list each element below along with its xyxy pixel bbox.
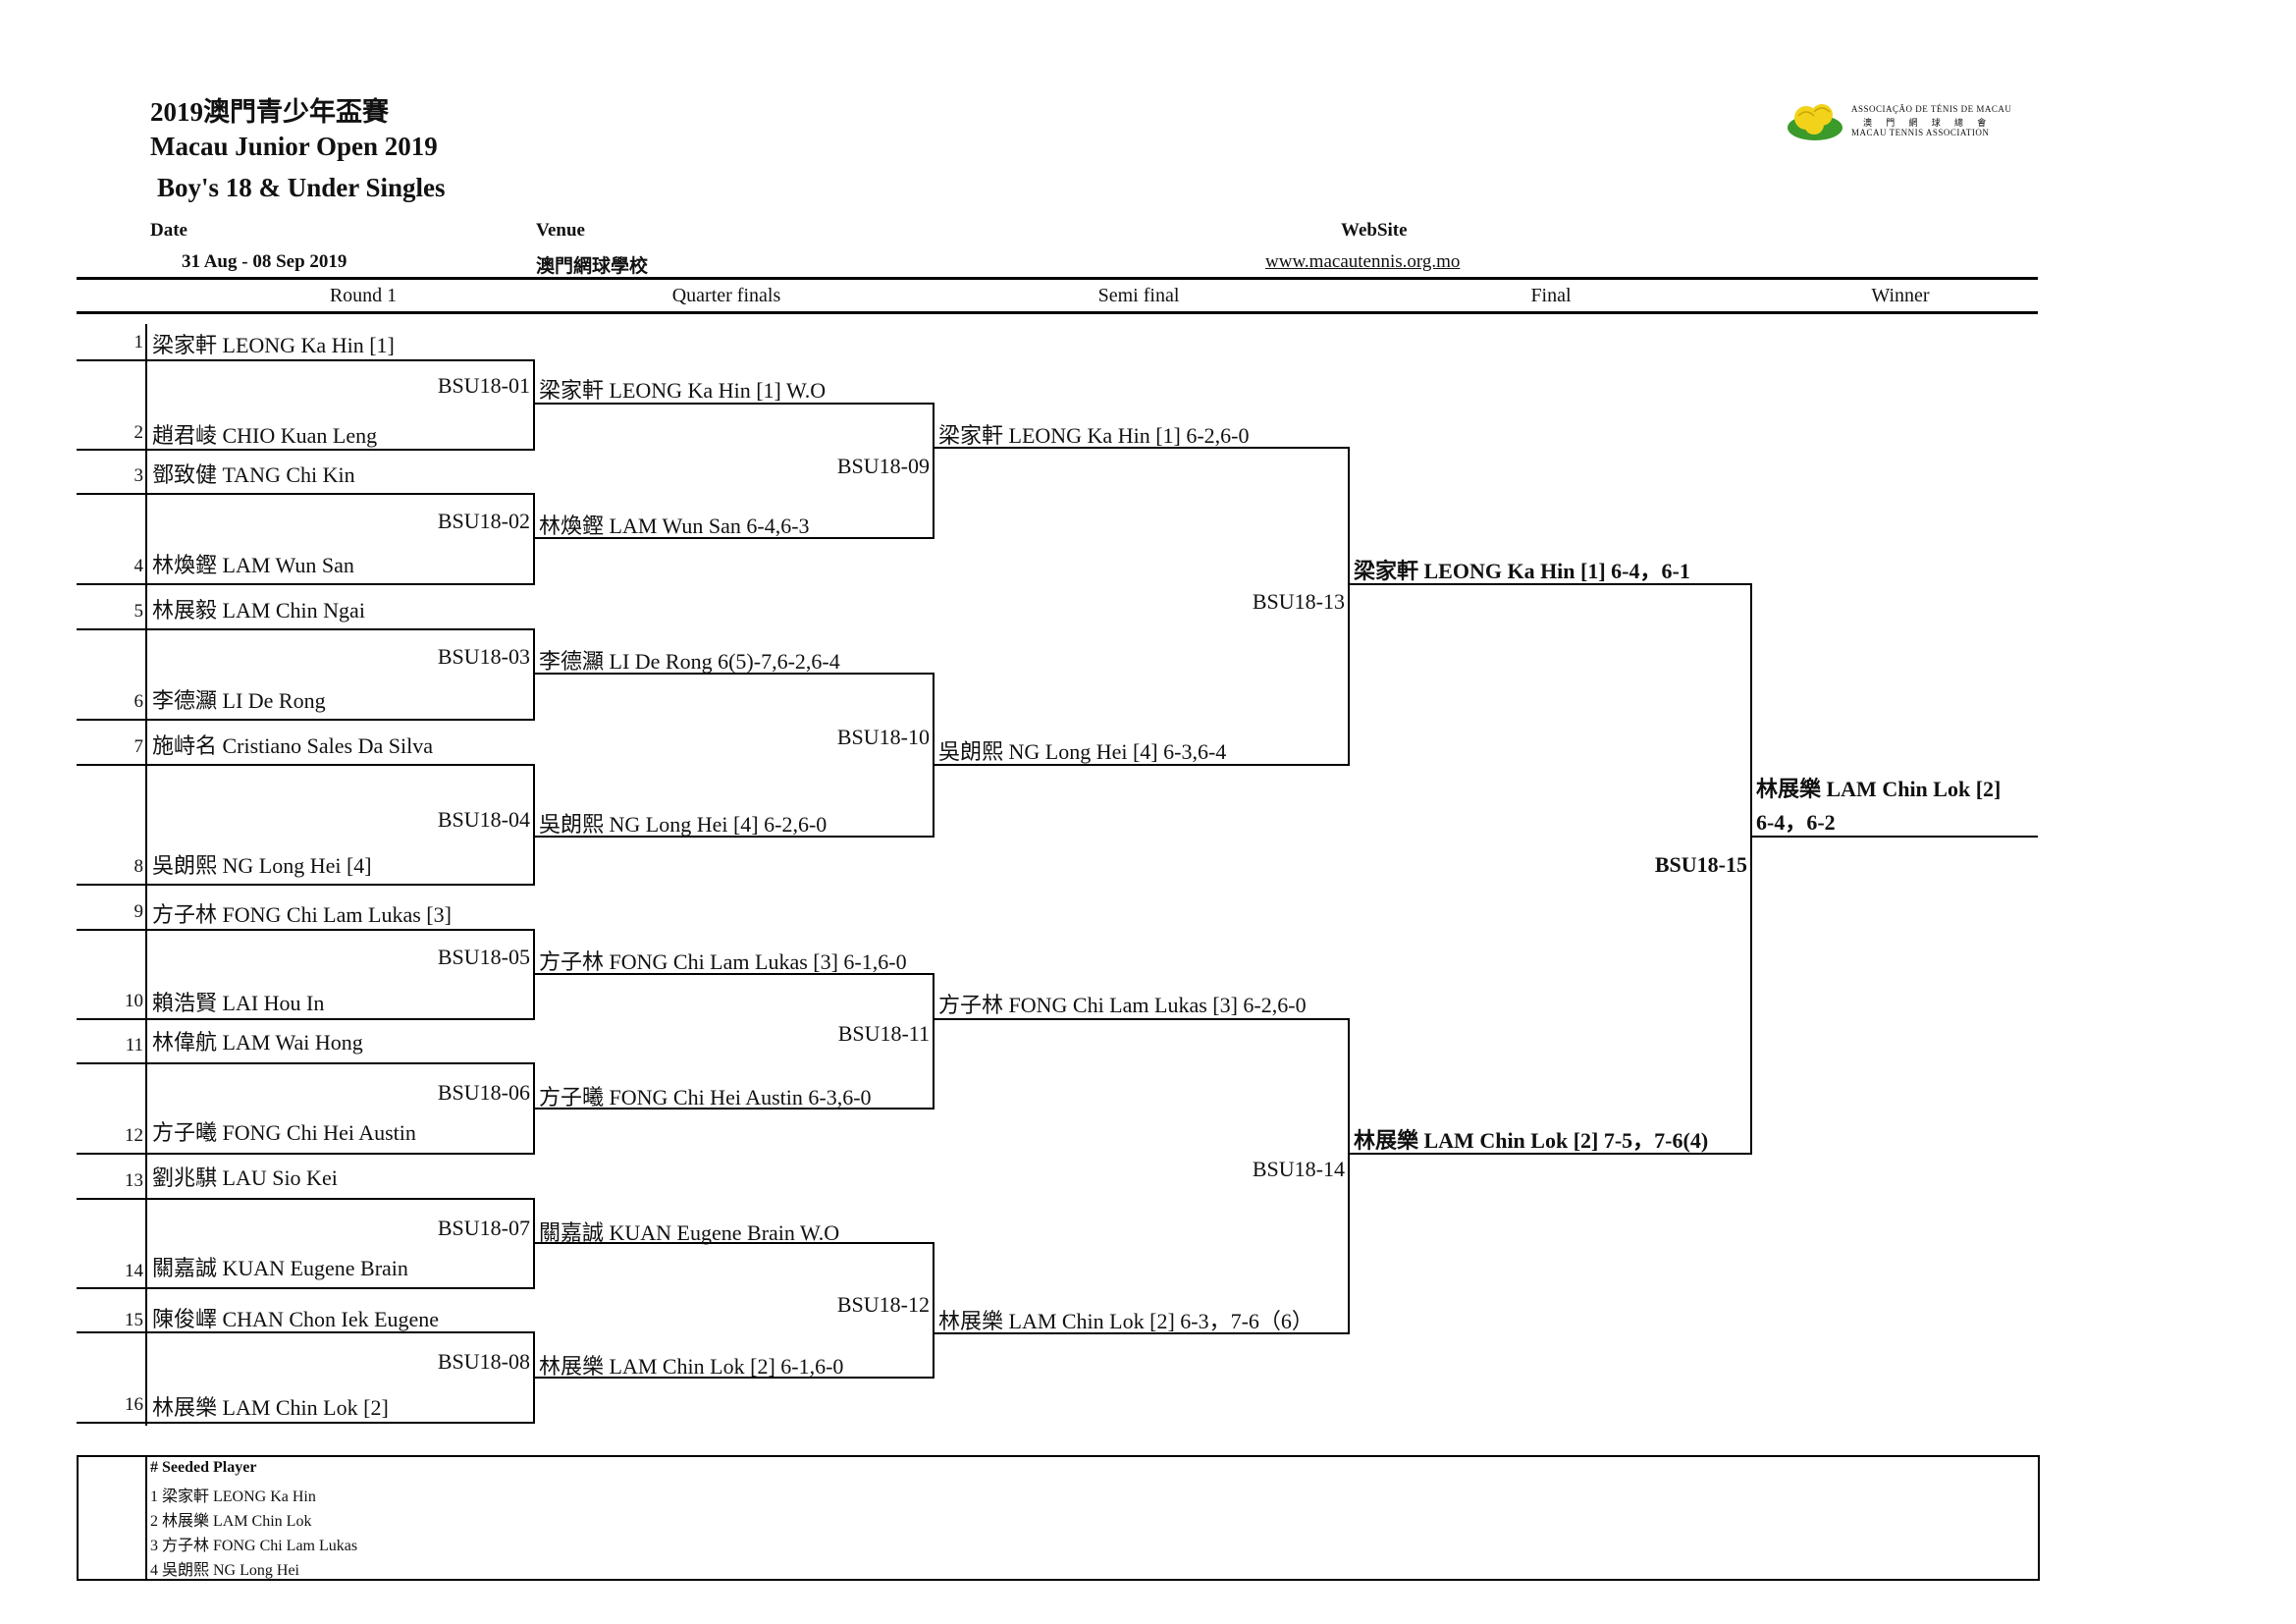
winner-name: 林展樂 LAM Chin Lok [2] — [1756, 777, 2002, 801]
draw-number: 16 — [125, 1394, 143, 1415]
logo-line2: 澳 門 網 球 總 會 — [1863, 118, 1993, 128]
seeded-player-2: 2 林展樂 LAM Chin Lok — [150, 1513, 312, 1530]
final-result-2: 林展樂 LAM Chin Lok [2] 7-5，7-6(4) — [1354, 1128, 1709, 1153]
player-slot-8: 吳朗熙 NG Long Hei [4] — [152, 853, 372, 878]
title-en: Macau Junior Open 2019 — [150, 132, 438, 161]
draw-number: 14 — [125, 1261, 143, 1281]
qf-result-5: 方子林 FONG Chi Lam Lukas [3] 6-1,6-0 — [539, 949, 907, 974]
match-code: BSU18-15 — [1654, 852, 1747, 877]
draw-number: 11 — [125, 1035, 143, 1056]
draw-number: 1 — [133, 332, 144, 352]
match-code: BSU18-12 — [836, 1292, 930, 1317]
venue-label: Venue — [536, 220, 585, 241]
player-slot-2: 趙君崚 CHIO Kuan Leng — [152, 423, 378, 448]
col-round1: Round 1 — [329, 285, 398, 306]
title-cn: 2019澳門青少年盃賽 — [150, 97, 389, 127]
draw-number: 12 — [125, 1125, 143, 1146]
winner-score: 6-4，6-2 — [1756, 810, 1836, 835]
draw-number: 7 — [133, 736, 144, 757]
date-value: 31 Aug - 08 Sep 2019 — [182, 251, 347, 272]
qf-result-4: 吳朗熙 NG Long Hei [4] 6-2,6-0 — [539, 812, 828, 837]
match-code: BSU18-04 — [437, 807, 530, 832]
event-name: Boy's 18 & Under Singles — [157, 173, 446, 202]
player-slot-5: 林展毅 LAM Chin Ngai — [152, 598, 365, 623]
player-slot-3: 鄧致健 TANG Chi Kin — [152, 462, 355, 487]
sf-result-2: 吳朗熙 NG Long Hei [4] 6-3,6-4 — [938, 739, 1227, 764]
player-slot-10: 賴浩賢 LAI Hou In — [152, 991, 325, 1015]
qf-result-2: 林煥鏗 LAM Wun San 6-4,6-3 — [539, 514, 810, 538]
draw-number: 3 — [133, 465, 144, 486]
draw-number: 9 — [133, 901, 144, 922]
player-slot-4: 林煥鏗 LAM Wun San — [152, 553, 354, 577]
website-link[interactable]: www.macautennis.org.mo — [1265, 251, 1461, 272]
match-code: BSU18-01 — [437, 373, 530, 398]
match-code: BSU18-03 — [437, 644, 530, 669]
sf-result-4: 林展樂 LAM Chin Lok [2] 6-3，7-6（6） — [938, 1309, 1313, 1333]
draw-number: 5 — [133, 601, 144, 622]
match-code: BSU18-10 — [836, 725, 930, 749]
match-code: BSU18-05 — [437, 945, 530, 969]
player-slot-12: 方子曦 FONG Chi Hei Austin — [152, 1120, 416, 1145]
match-code: BSU18-06 — [437, 1080, 530, 1105]
logo-line3: MACAU TENNIS ASSOCIATION — [1851, 128, 1990, 137]
match-code: BSU18-08 — [437, 1349, 530, 1374]
draw-number: 10 — [125, 991, 143, 1011]
mta-logo: ASSOCIAÇÃO DE TÉNIS DE MACAU 澳 門 網 球 總 會… — [1785, 98, 2020, 147]
final-result-1: 梁家軒 LEONG Ka Hin [1] 6-4，6-1 — [1354, 559, 1690, 583]
draw-number: 13 — [125, 1170, 143, 1191]
seeded-player-4: 4 吳朗熙 NG Long Hei — [150, 1562, 299, 1579]
player-slot-11: 林偉航 LAM Wai Hong — [152, 1030, 363, 1055]
draw-number: 15 — [125, 1310, 143, 1330]
player-slot-7: 施峙名 Cristiano Sales Da Silva — [152, 733, 433, 758]
seeded-legend-box — [77, 1455, 2040, 1581]
seeded-title: # Seeded Player — [150, 1459, 257, 1476]
qf-result-6: 方子曦 FONG Chi Hei Austin 6-3,6-0 — [539, 1085, 872, 1110]
match-code: BSU18-02 — [437, 509, 530, 533]
seeded-player-3: 3 方子林 FONG Chi Lam Lukas — [150, 1538, 358, 1554]
qf-result-8: 林展樂 LAM Chin Lok [2] 6-1,6-0 — [539, 1354, 844, 1379]
match-code: BSU18-14 — [1252, 1157, 1345, 1181]
draw-number: 6 — [133, 691, 144, 712]
draw-number: 2 — [133, 422, 144, 443]
player-slot-9: 方子林 FONG Chi Lam Lukas [3] — [152, 902, 452, 927]
player-slot-6: 李德灦 LI De Rong — [152, 688, 326, 713]
player-slot-13: 劉兆騏 LAU Sio Kei — [152, 1165, 338, 1190]
col-semi-final: Semi final — [1097, 285, 1180, 306]
draw-number: 4 — [133, 556, 144, 576]
player-slot-14: 關嘉誠 KUAN Eugene Brain — [152, 1256, 408, 1280]
date-label: Date — [150, 220, 187, 241]
match-code: BSU18-09 — [836, 454, 930, 478]
player-slot-15: 陳俊嶧 CHAN Chon Iek Eugene — [152, 1307, 440, 1331]
match-code: BSU18-07 — [437, 1216, 530, 1240]
col-winner: Winner — [1871, 285, 1930, 306]
draw-number: 8 — [133, 856, 144, 877]
venue-value: 澳門網球學校 — [536, 256, 649, 277]
logo-line1: ASSOCIAÇÃO DE TÉNIS DE MACAU — [1851, 104, 2012, 114]
website-label: WebSite — [1341, 220, 1408, 241]
player-slot-16: 林展樂 LAM Chin Lok [2] — [152, 1395, 389, 1420]
match-code: BSU18-11 — [837, 1021, 930, 1046]
player-slot-1: 梁家軒 LEONG Ka Hin [1] — [152, 333, 395, 357]
sf-result-1: 梁家軒 LEONG Ka Hin [1] 6-2,6-0 — [938, 423, 1250, 448]
qf-result-7: 關嘉誠 KUAN Eugene Brain W.O — [539, 1220, 840, 1245]
qf-result-1: 梁家軒 LEONG Ka Hin [1] W.O — [539, 378, 827, 403]
sf-result-3: 方子林 FONG Chi Lam Lukas [3] 6-2,6-0 — [938, 993, 1307, 1017]
match-code: BSU18-13 — [1252, 589, 1345, 614]
seeded-player-1: 1 梁家軒 LEONG Ka Hin — [150, 1489, 316, 1505]
col-quarter-finals: Quarter finals — [671, 285, 781, 306]
qf-result-3: 李德灦 LI De Rong 6(5)-7,6-2,6-4 — [539, 649, 840, 674]
tennis-ball-logo-icon — [1788, 104, 1842, 140]
col-final: Final — [1530, 285, 1572, 306]
